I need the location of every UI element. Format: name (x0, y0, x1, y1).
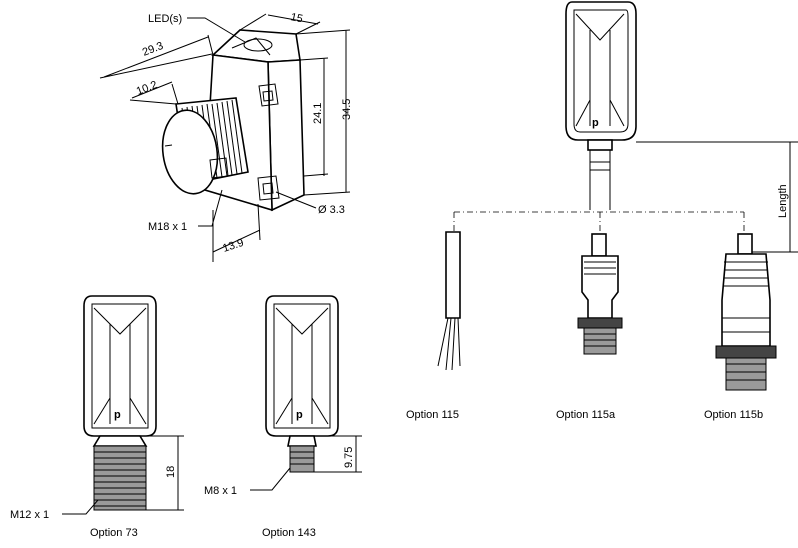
thread-lines-m12 (94, 451, 146, 507)
m18-label: M18 x 1 (148, 221, 187, 233)
length-label: Length (777, 184, 789, 218)
cable-length-reference-line (453, 211, 745, 232)
option-143-sensor: p (265, 295, 339, 473)
option-143-dimensions: 9.75 M8 x 1 (204, 435, 362, 497)
dim-24-1-label: 24.1 (312, 103, 324, 124)
led-label: LED(s) (148, 13, 182, 25)
dim-15-label: 15 (289, 11, 303, 25)
length-dimension: Length (636, 141, 798, 253)
sensor-front-cable: p (565, 1, 637, 210)
hole-dia-label: Ø 3.3 (318, 204, 345, 216)
option-73-sensor: p (83, 295, 157, 511)
main-dimensions: LED(s) 15 29.3 10.2 24.1 34.5 M18 x 1 Ø … (99, 11, 353, 262)
dim-29-3-label: 29.3 (141, 40, 165, 59)
sensor-housing-isometric (161, 29, 305, 212)
option-115-label: Option 115 (406, 409, 459, 421)
option-115b-connector (715, 233, 777, 391)
m12-label: M12 x 1 (10, 509, 49, 521)
dim-34-5-label: 34.5 (341, 99, 353, 120)
svg-text:p: p (296, 409, 303, 421)
dim-13-9-label: 13.9 (221, 237, 245, 255)
dim-9-75-label: 9.75 (343, 447, 355, 468)
option-73-dimensions: 18 M12 x 1 (10, 435, 184, 521)
option-115b-label: Option 115b (704, 409, 763, 421)
option-115a-connector (577, 233, 623, 355)
svg-text:p: p (592, 117, 599, 129)
option-143-label: Option 143 (262, 527, 316, 539)
dim-10-2-label: 10.2 (135, 79, 159, 98)
dim-18-label: 18 (165, 466, 177, 478)
option-73-label: Option 73 (90, 527, 138, 539)
svg-text:p: p (114, 409, 121, 421)
option-115a-label: Option 115a (556, 409, 616, 421)
option-115-cable (437, 231, 461, 371)
m8-label: M8 x 1 (204, 485, 237, 497)
